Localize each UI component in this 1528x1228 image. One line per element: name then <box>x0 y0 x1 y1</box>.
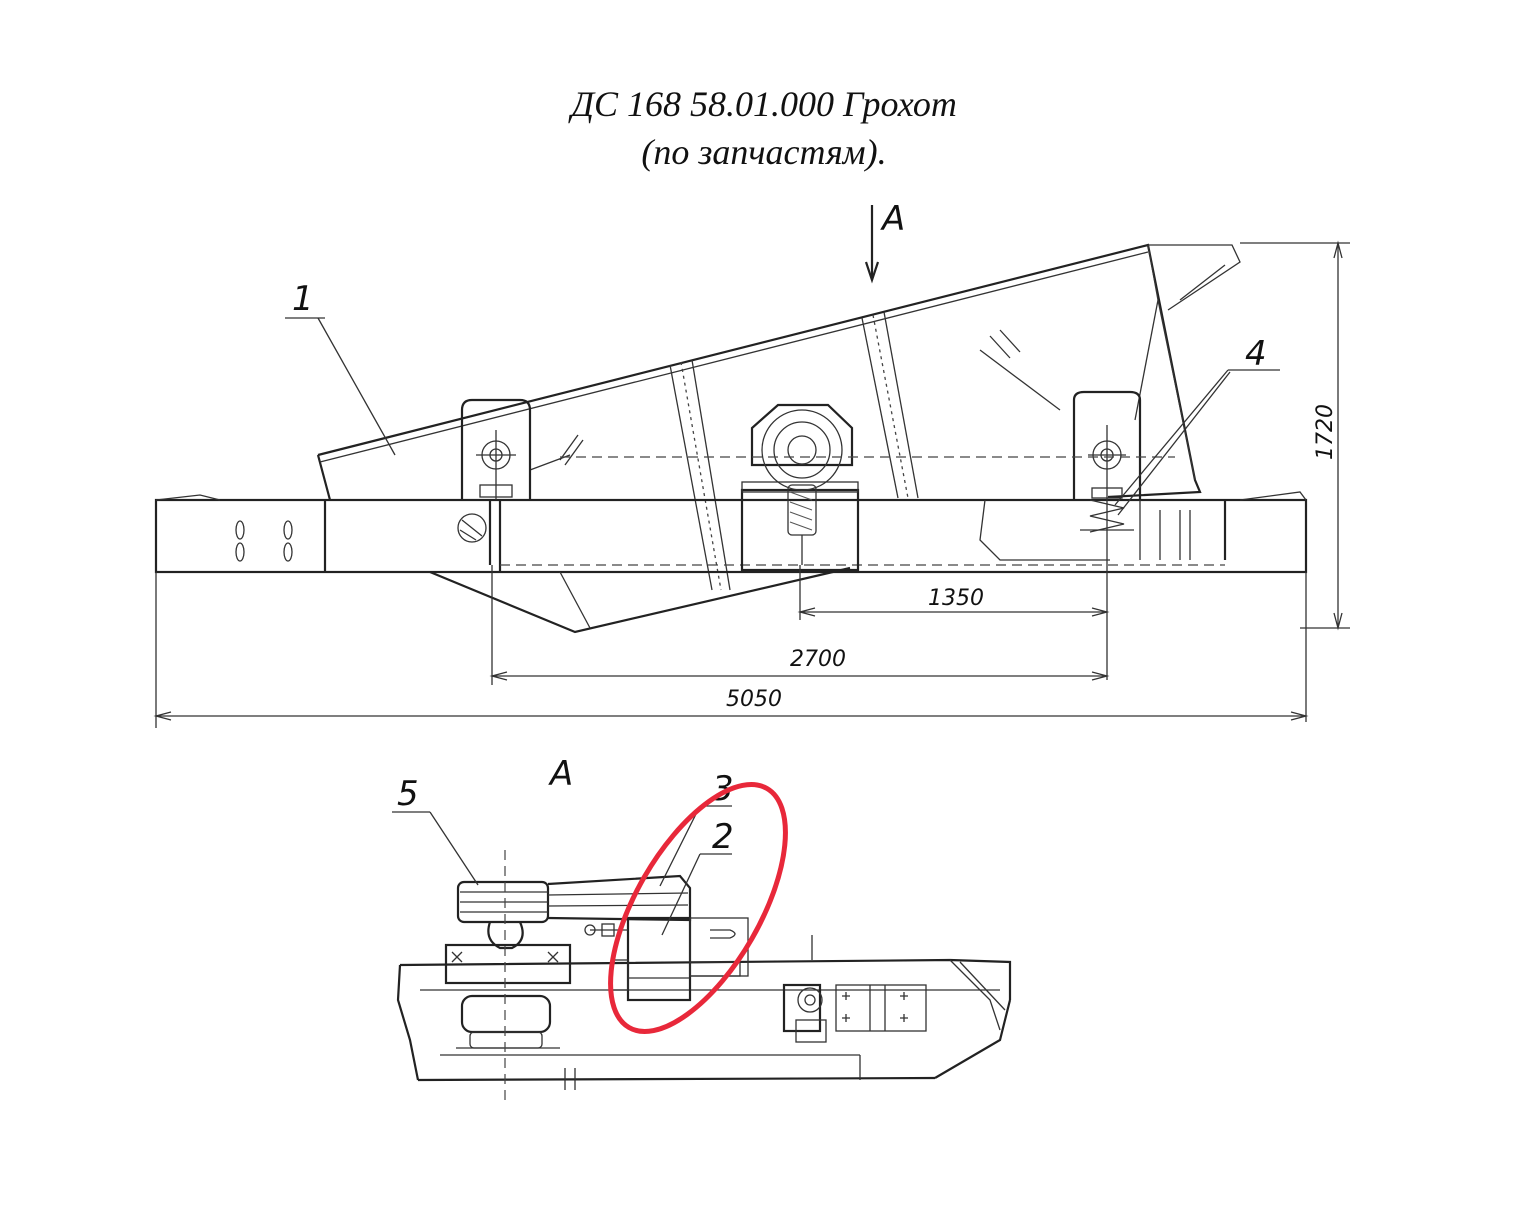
frame-bracket <box>782 935 927 1043</box>
callout-1: 1 <box>285 279 396 456</box>
side-view: 1 4 1720 1350 <box>153 240 1350 728</box>
motor-unit <box>584 916 749 1002</box>
dimension-1350: 1350 <box>797 560 1110 680</box>
svg-text:2700: 2700 <box>790 647 846 672</box>
svg-text:5050: 5050 <box>726 687 782 712</box>
callout-4: 4 <box>1114 334 1280 516</box>
svg-text:1: 1 <box>292 279 314 319</box>
svg-text:5: 5 <box>397 774 419 814</box>
dimension-5050: 5050 <box>153 572 1309 728</box>
right-spring-support <box>1072 390 1142 560</box>
belt-pulley <box>444 850 572 1100</box>
highlight-ellipse <box>608 782 788 1034</box>
callout-5: 5 <box>392 774 479 886</box>
drawing-title: ДС 168 58.01.000 Грохот <box>571 84 957 124</box>
vibrator-unit <box>740 403 860 572</box>
dimension-1720: 1720 <box>1240 240 1350 631</box>
svg-text:1720: 1720 <box>1313 404 1338 460</box>
section-view-a: А <box>392 754 1012 1100</box>
svg-text:3: 3 <box>712 769 734 809</box>
section-label: А <box>548 754 573 794</box>
svg-text:2: 2 <box>712 817 734 857</box>
drawing-subtitle: (по запчастям). <box>641 132 887 172</box>
view-arrow-label: А <box>880 199 905 239</box>
svg-text:4: 4 <box>1245 334 1267 374</box>
left-spring-support <box>457 398 532 565</box>
callout-2: 2 <box>661 817 734 936</box>
svg-text:1350: 1350 <box>928 586 984 611</box>
dimension-2700: 2700 <box>489 565 1110 685</box>
view-arrow-a: А <box>864 199 905 284</box>
